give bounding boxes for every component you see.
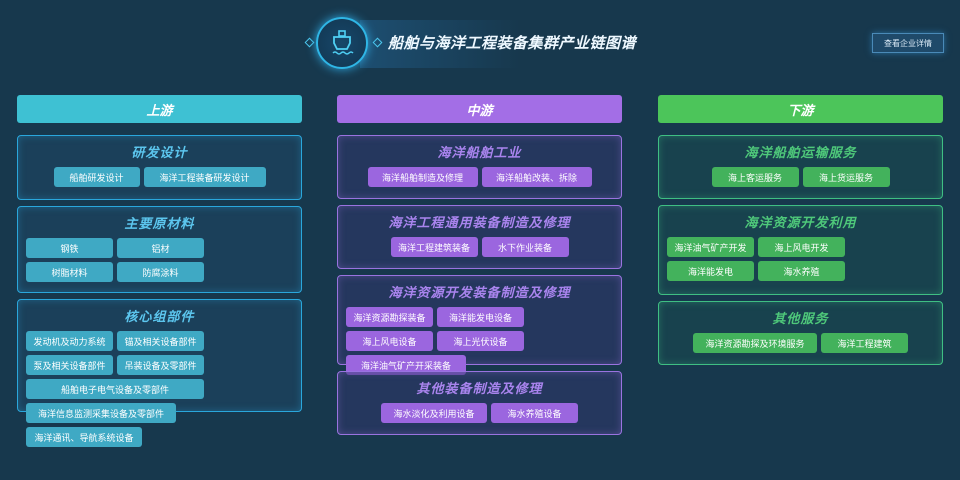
chip[interactable]: 海洋船舶改装、拆除 xyxy=(481,167,592,187)
category-card: 其他装备制造及修理 海水淡化及利用设备 海水养殖设备 xyxy=(337,371,622,435)
card-title: 主要原材料 xyxy=(124,217,195,232)
chip[interactable]: 海洋能发电设备 xyxy=(437,307,524,327)
chip[interactable]: 海洋船舶制造及修理 xyxy=(367,167,478,187)
view-company-details-button[interactable]: 查看企业详情 xyxy=(872,33,944,53)
chip[interactable]: 船舶研发设计 xyxy=(53,167,140,187)
category-card: 海洋船舶工业 海洋船舶制造及修理 海洋船舶改装、拆除 xyxy=(337,135,622,199)
chip[interactable]: 铝材 xyxy=(117,238,204,258)
card-title: 海洋船舶运输服务 xyxy=(744,146,857,161)
chip[interactable]: 海洋能发电 xyxy=(667,261,754,281)
card-title: 其他装备制造及修理 xyxy=(416,382,543,397)
chip[interactable]: 海上风电开发 xyxy=(758,237,845,257)
chip[interactable]: 海洋通讯、导航系统设备 xyxy=(26,427,142,447)
page-title: 船舶与海洋工程装备集群产业链图谱 xyxy=(388,34,637,52)
upstream-header: 上游 xyxy=(17,95,302,123)
card-title: 海洋船舶工业 xyxy=(437,146,522,161)
card-title: 海洋工程通用装备制造及修理 xyxy=(388,216,571,231)
title-banner xyxy=(360,20,520,68)
category-card: 海洋船舶运输服务 海上客运服务 海上货运服务 xyxy=(658,135,943,199)
downstream-header: 下游 xyxy=(658,95,943,123)
chip[interactable]: 海洋资源勘探及环境服务 xyxy=(693,333,817,353)
chip[interactable]: 海洋信息监测采集设备及零部件 xyxy=(26,403,176,423)
chip[interactable]: 海洋工程建筑装备 xyxy=(390,237,478,257)
chip[interactable]: 钢铁 xyxy=(26,238,113,258)
chip[interactable]: 海上货运服务 xyxy=(802,167,890,187)
category-card: 研发设计 船舶研发设计 海洋工程装备研发设计 xyxy=(17,135,302,200)
card-title: 其他服务 xyxy=(772,312,829,327)
chip[interactable]: 海水养殖设备 xyxy=(491,403,578,423)
midstream-header: 中游 xyxy=(337,95,622,123)
header: 船舶与海洋工程装备集群产业链图谱 查看企业详情 xyxy=(0,0,960,90)
category-card: 海洋资源开发装备制造及修理 海洋资源勘探装备 海洋能发电设备 海上风电设备 海上… xyxy=(337,275,622,375)
chip[interactable]: 海上客运服务 xyxy=(711,167,799,187)
chip[interactable]: 船舶电子电气设备及零部件 xyxy=(26,379,204,399)
chip[interactable]: 海水养殖 xyxy=(758,261,845,281)
chip[interactable]: 海洋油气矿产开发 xyxy=(667,237,754,257)
card-title: 研发设计 xyxy=(131,146,188,161)
chip[interactable]: 海水淡化及利用设备 xyxy=(381,403,487,423)
ship-icon xyxy=(316,17,368,69)
chip[interactable]: 海洋油气矿产开采装备 xyxy=(346,355,466,375)
midstream-column: 中游 海洋船舶工业 海洋船舶制造及修理 海洋船舶改装、拆除 海洋工程通用装备制造… xyxy=(337,95,622,435)
card-title: 海洋资源开发装备制造及修理 xyxy=(388,286,571,301)
diamond-icon xyxy=(304,37,315,48)
chip[interactable]: 海上风电设备 xyxy=(346,331,433,351)
chip[interactable]: 海洋工程建筑 xyxy=(821,333,908,353)
category-card: 海洋资源开发利用 海洋油气矿产开发 海上风电开发 海洋能发电 海水养殖 xyxy=(658,205,943,295)
chip[interactable]: 海洋工程装备研发设计 xyxy=(143,167,266,187)
chip[interactable]: 海洋资源勘探装备 xyxy=(346,307,433,327)
chip[interactable]: 发动机及动力系统 xyxy=(26,331,113,351)
chip[interactable]: 海上光伏设备 xyxy=(437,331,524,351)
chip[interactable]: 水下作业装备 xyxy=(481,237,569,257)
chip[interactable]: 吊装设备及零部件 xyxy=(117,355,204,375)
card-title: 核心组部件 xyxy=(124,310,195,325)
downstream-column: 下游 海洋船舶运输服务 海上客运服务 海上货运服务 海洋资源开发利用 海洋油气矿… xyxy=(658,95,943,365)
chip[interactable]: 防腐涂料 xyxy=(117,262,204,282)
category-card: 主要原材料 钢铁 铝材 树脂材料 防腐涂料 xyxy=(17,206,302,293)
card-title: 海洋资源开发利用 xyxy=(744,216,857,231)
category-card: 其他服务 海洋资源勘探及环境服务 海洋工程建筑 xyxy=(658,301,943,365)
category-card: 核心组部件 发动机及动力系统 锚及相关设备部件 泵及相关设备部件 吊装设备及零部… xyxy=(17,299,302,447)
category-card: 海洋工程通用装备制造及修理 海洋工程建筑装备 水下作业装备 xyxy=(337,205,622,269)
chip[interactable]: 锚及相关设备部件 xyxy=(117,331,204,351)
chip[interactable]: 树脂材料 xyxy=(26,262,113,282)
upstream-column: 上游 研发设计 船舶研发设计 海洋工程装备研发设计 主要原材料 钢铁 铝材 树脂… xyxy=(17,95,302,447)
chip[interactable]: 泵及相关设备部件 xyxy=(26,355,113,375)
